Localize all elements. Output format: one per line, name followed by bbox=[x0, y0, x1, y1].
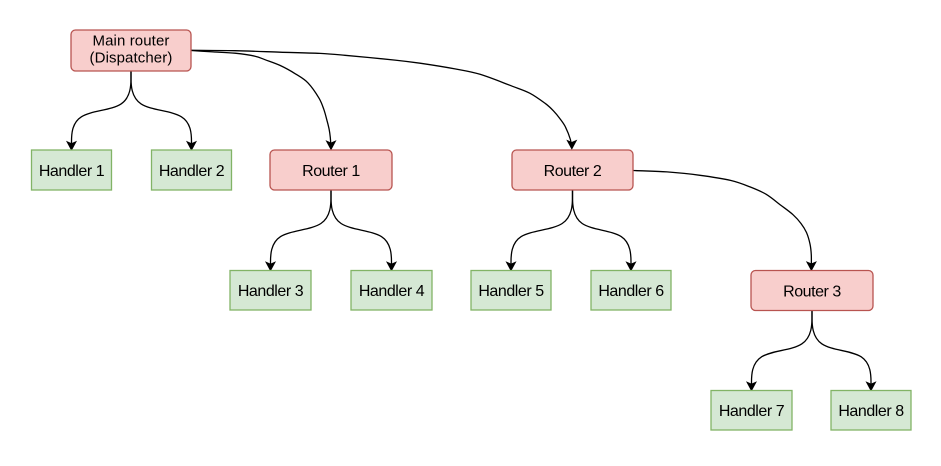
svg-text:Handler 4: Handler 4 bbox=[359, 283, 425, 300]
svg-text:Handler 7: Handler 7 bbox=[719, 403, 785, 420]
svg-text:Handler 1: Handler 1 bbox=[39, 163, 105, 180]
svg-text:Router 1: Router 1 bbox=[302, 163, 360, 180]
svg-text:Main router: Main router bbox=[93, 33, 170, 50]
svg-text:Handler 8: Handler 8 bbox=[838, 403, 904, 420]
svg-text:(Dispatcher): (Dispatcher) bbox=[90, 50, 173, 67]
svg-text:Handler 2: Handler 2 bbox=[159, 163, 225, 180]
svg-text:Handler 6: Handler 6 bbox=[598, 283, 664, 300]
svg-text:Router 3: Router 3 bbox=[783, 284, 841, 301]
svg-text:Router 2: Router 2 bbox=[544, 163, 602, 180]
svg-text:Handler 3: Handler 3 bbox=[238, 283, 304, 300]
svg-text:Handler 5: Handler 5 bbox=[478, 283, 544, 300]
